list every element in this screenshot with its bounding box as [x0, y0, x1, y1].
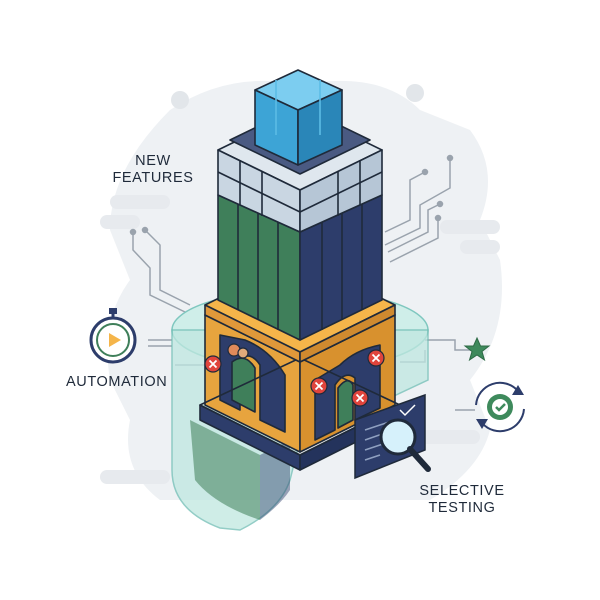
selective-testing-line-2: TESTING	[428, 500, 496, 516]
star-icon	[463, 336, 491, 362]
error-x-icon	[351, 389, 369, 407]
refresh-check-icon	[475, 381, 525, 433]
error-x-icon	[310, 377, 328, 395]
stopwatch-icon	[89, 308, 137, 364]
cube-icon	[254, 69, 343, 166]
magnifier-icon	[379, 418, 431, 472]
error-markers	[204, 343, 385, 407]
selective-testing-line-1: SELECTIVE	[419, 483, 505, 499]
new-features-line-2: FEATURES	[112, 170, 194, 186]
selective-testing-label: SELECTIVE TESTING	[410, 483, 514, 517]
error-x-icon	[204, 355, 222, 373]
automation-label: AUTOMATION	[66, 374, 168, 390]
error-x-icon	[367, 349, 385, 367]
bug-icon	[227, 343, 249, 359]
new-features-line-1: NEW	[135, 153, 171, 169]
circuit-lines	[129, 154, 475, 411]
new-features-label: NEW FEATURES	[98, 153, 208, 187]
